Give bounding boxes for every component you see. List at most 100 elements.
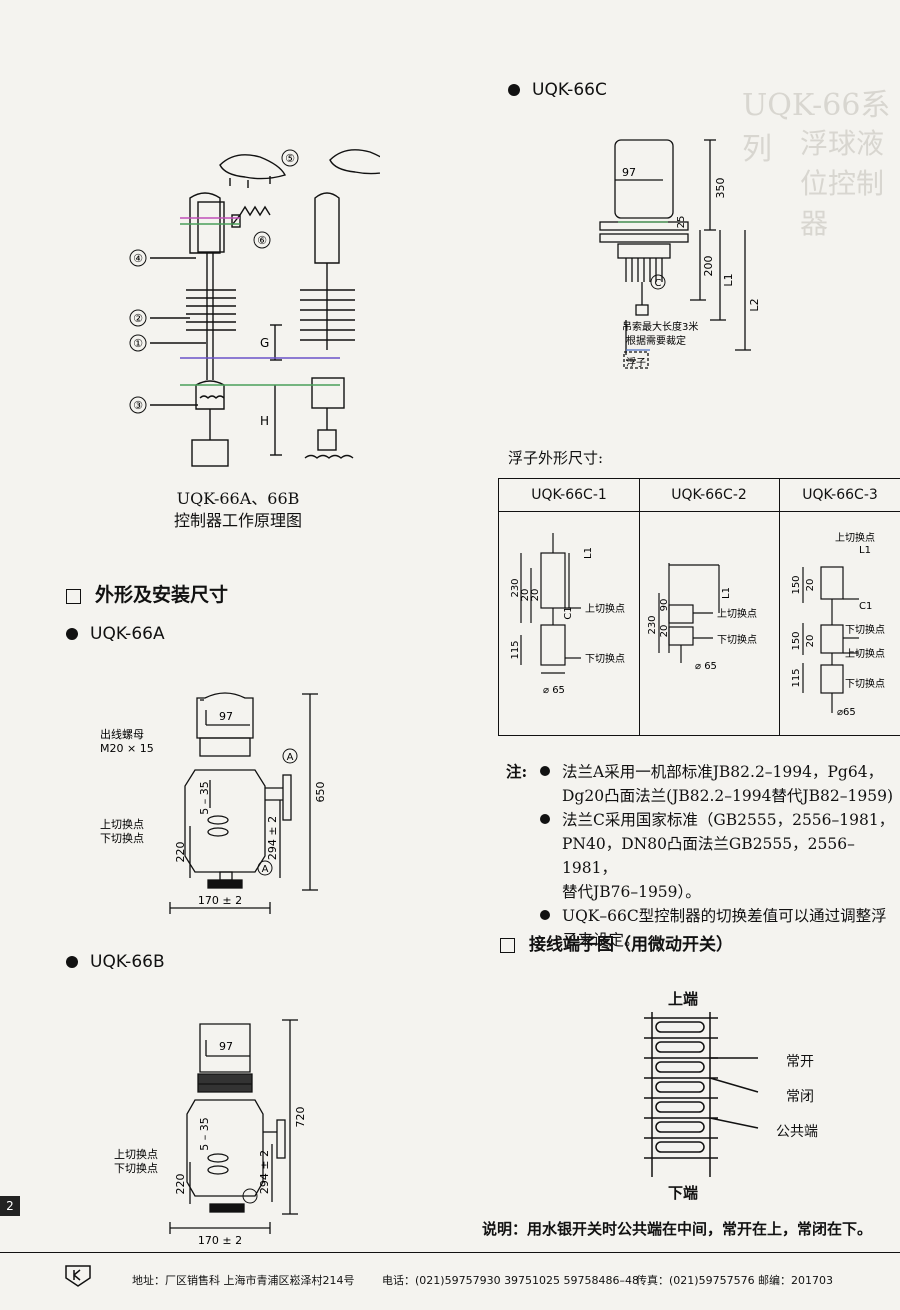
model-c-float-label: 浮子 (626, 357, 646, 369)
dim-h: H (260, 414, 269, 428)
float-c2-drawing: 230 90 20 L1 上切换点 下切换点 ⌀ 65 (647, 563, 757, 672)
bullet-icon (540, 814, 550, 824)
model-c-drawing: C 97 350 25 200 L1 L2 吊索最大长度3米 根据需要裁定 浮子 (599, 139, 761, 369)
float-table: UQK-66C-1 UQK-66C-2 UQK-66C-3 230 20 20 … (498, 478, 900, 736)
principle-caption-line2: 控制器工作原理图 (173, 511, 302, 530)
model-a-drawing: A A 97 出线螺母 M20 × 15 上切换点 下切换点 5 – 35 22… (100, 692, 327, 914)
float-c3-20b: 20 (805, 635, 816, 648)
model-c-dim-25: 25 (676, 216, 687, 229)
float-c1-20b: 20 (530, 589, 541, 602)
company-logo-icon (65, 1265, 91, 1287)
principle-diagram: ④ ② ① ③ ⑤ ⑥ G H (129, 149, 380, 467)
float-c3-150a: 150 (791, 575, 802, 594)
note-item-1: 法兰A采用一机部标准JB82.2–1994，Pg64，Dg20凸面法兰(JB82… (540, 760, 900, 808)
float-c3-lower2: 下切换点 (845, 677, 885, 690)
terminal-section-title: 接线端子图（用微动开关） (500, 930, 733, 955)
terminal-bottom-label: 下端 (668, 1184, 699, 1202)
float-c1-upper: 上切换点 (585, 602, 625, 615)
model-b-dim-220: 220 (174, 1174, 187, 1195)
float-table-title: 浮子外形尺寸: (508, 449, 604, 467)
model-c-dim-l2: L2 (748, 298, 761, 311)
model-b-dim-170: 170 ± 2 (198, 1234, 242, 1247)
bullet-icon (508, 84, 520, 96)
label-3: ③ (133, 399, 143, 412)
float-c3-dia: ⌀65 (837, 707, 856, 718)
label-2: ② (133, 312, 143, 325)
float-c3-upper2: 上切换点 (845, 647, 885, 660)
float-c1-115: 115 (510, 640, 521, 659)
model-b-lower: 下切换点 (114, 1161, 158, 1175)
model-c-cable-note1: 吊索最大长度3米 (622, 320, 698, 333)
model-c-heading: UQK-66C (508, 80, 607, 100)
terminal-nc-label: 常闭 (786, 1089, 814, 1105)
float-c2-upper: 上切换点 (717, 607, 757, 620)
terminal-common-label: 公共端 (776, 1124, 818, 1140)
terminal-no-label: 常开 (786, 1054, 814, 1070)
model-a-nut-label: 出线螺母 (100, 727, 144, 741)
float-c3-upper1: 上切换点 (835, 531, 875, 544)
label-4: ④ (133, 252, 143, 265)
footer-post: 邮编：201703 (758, 1274, 833, 1287)
model-c-cable-note2: 根据需要裁定 (626, 334, 686, 347)
float-c1-l1: L1 (583, 547, 594, 559)
model-c-marker: C (655, 278, 662, 289)
float-c3-lower1: 下切换点 (845, 623, 885, 636)
float-c3-115: 115 (791, 668, 802, 687)
model-a-dim-294: 294 ± 2 (266, 816, 279, 860)
footer-divider (0, 1252, 900, 1253)
model-b-dim-97: 97 (219, 1040, 233, 1053)
terminal-top-label: 上端 (668, 990, 699, 1008)
float-c2-20: 20 (659, 625, 670, 638)
model-b-heading: UQK-66B (66, 952, 165, 972)
float-c2-90: 90 (659, 599, 670, 612)
square-icon (500, 938, 515, 953)
bullet-icon (540, 910, 550, 920)
float-c2-dia: ⌀ 65 (695, 661, 717, 672)
float-c1-c1: C1 (563, 606, 574, 619)
float-c1-dia: ⌀ 65 (543, 685, 565, 696)
model-b-dim-294: 294 ± 2 (258, 1150, 271, 1194)
float-col-3-header: UQK-66C-3 (779, 479, 900, 512)
model-a-upper: 上切换点 (100, 817, 144, 831)
principle-caption-line1: UQK-66A、66B (176, 489, 300, 508)
terminal-explain: 说明：用水银开关时公共端在中间，常开在上，常闭在下。 (482, 1220, 873, 1238)
square-icon (66, 588, 81, 604)
float-c1-lower: 下切换点 (585, 652, 625, 665)
model-c-dim-350: 350 (714, 178, 727, 199)
note-item-2: 法兰C采用国家标准（GB2555，2556–1981，PN40，DN80凸面法兰… (540, 808, 900, 904)
label-6: ⑥ (257, 234, 267, 247)
terminal-diagram (644, 1012, 759, 1177)
model-a-lower: 下切换点 (100, 831, 144, 845)
footer-phone: 电话：(021)59757930 39751025 59758486–48 (382, 1274, 640, 1287)
page-number: 2 (0, 1196, 20, 1216)
note-item-3: UQK–66C型控制器的切换差值可以通过调整浮子来设定。 (540, 904, 900, 952)
dim-g: G (260, 336, 269, 350)
model-a-dim-97: 97 (219, 710, 233, 723)
model-b-dim-720: 720 (294, 1107, 307, 1128)
model-a-marker-1: A (287, 752, 294, 763)
float-col-2-header: UQK-66C-2 (639, 479, 780, 512)
model-c-dim-l1: L1 (722, 273, 735, 286)
bullet-icon (66, 628, 78, 640)
float-c3-c1: C1 (859, 601, 872, 612)
series-heading: UQK-66系列 (742, 88, 891, 167)
label-5: ⑤ (285, 152, 295, 165)
product-heading-partial: 浮球液位控制器 (800, 127, 885, 240)
float-c3-20a: 20 (805, 579, 816, 592)
model-c-dim-97: 97 (622, 166, 636, 179)
model-a-dim-170: 170 ± 2 (198, 894, 242, 907)
model-c-dim-200: 200 (702, 256, 715, 277)
model-a-nut-spec: M20 × 15 (100, 742, 154, 755)
float-c3-l1: L1 (859, 545, 871, 556)
model-b-upper: 上切换点 (114, 1147, 158, 1161)
notes-list: 法兰A采用一机部标准JB82.2–1994，Pg64，Dg20凸面法兰(JB82… (540, 760, 900, 952)
float-c2-lower: 下切换点 (717, 633, 757, 646)
float-c3-150b: 150 (791, 631, 802, 650)
float-col-1-header: UQK-66C-1 (499, 479, 640, 512)
notes-label: 注: (506, 762, 528, 781)
footer-address: 地址：厂区销售科 上海市青浦区崧泽村214号 (132, 1274, 355, 1287)
outline-section-title: 外形及安装尺寸 (66, 580, 228, 607)
model-a-heading: UQK-66A (66, 624, 165, 644)
float-c3-drawing: 上切换点 L1 150 20 C1 下切换点 150 20 上切换点 下切换点 … (791, 531, 885, 718)
float-c2-230: 230 (647, 615, 658, 634)
